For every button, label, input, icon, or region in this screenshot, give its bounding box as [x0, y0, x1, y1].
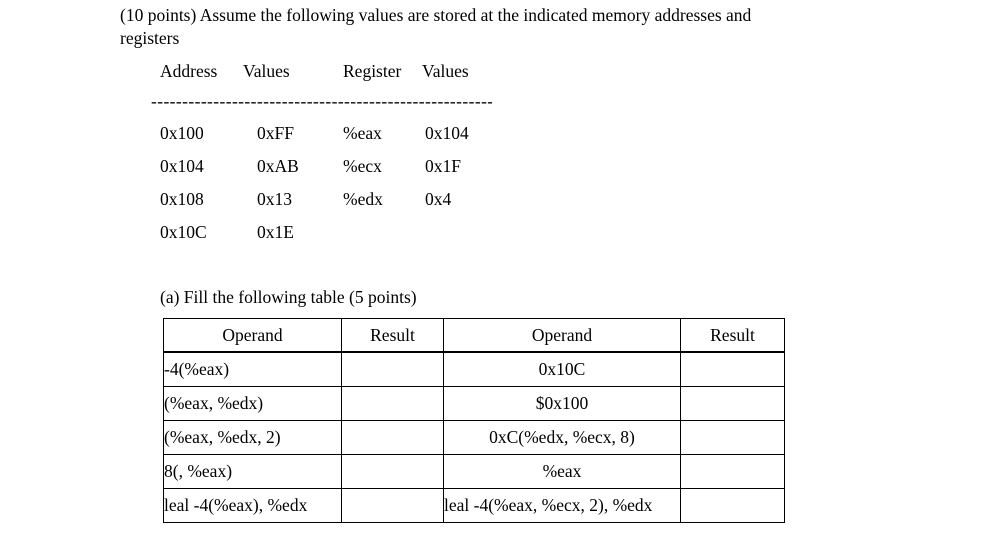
table-header-row: Operand Result Operand Result	[163, 318, 785, 353]
result-cell-blank	[680, 351, 785, 387]
register-value: 0x4	[425, 189, 452, 209]
memory-listing-header: Address Values Register Values	[160, 60, 469, 82]
header-operand-left: Operand	[163, 318, 342, 353]
result-cell-blank	[341, 351, 444, 387]
register-name: %edx	[343, 189, 383, 209]
memory-address: 0x100	[160, 123, 204, 143]
part-a-label: (a) Fill the following table (5 points)	[160, 287, 417, 307]
operand-cell: 0x10C	[443, 351, 681, 387]
register-name: %ecx	[343, 156, 382, 176]
memory-value: 0x1E	[257, 222, 294, 242]
register-name	[343, 221, 425, 243]
result-cell-blank	[680, 488, 785, 523]
memory-header-address: Address	[160, 61, 218, 81]
memory-header-register: Register	[343, 61, 402, 81]
operand-cell: %eax	[443, 454, 681, 489]
register-value: 0x104	[425, 123, 469, 143]
operand-cell: $0x100	[443, 386, 681, 421]
register-value: 0x1F	[425, 156, 461, 176]
memory-header-register-values: Values	[422, 61, 469, 81]
header-result-right: Result	[680, 318, 785, 353]
operand-cell: leal -4(%eax, %ecx, 2), %edx	[443, 488, 681, 523]
memory-address: 0x108	[160, 189, 204, 209]
result-cell-blank	[680, 386, 785, 421]
memory-value: 0x13	[257, 189, 292, 209]
question-intro: (10 points) Assume the following values …	[120, 4, 860, 49]
memory-value: 0xFF	[257, 123, 294, 143]
memory-header-values: Values	[243, 61, 290, 81]
table-row: (%eax, %edx) $0x100	[163, 386, 785, 421]
memory-row: 0x108 0x13 %edx 0x4	[160, 188, 451, 210]
question-intro-line2: registers	[120, 27, 180, 48]
table-row: (%eax, %edx, 2) 0xC(%edx, %ecx, 8)	[163, 420, 785, 455]
operand-cell: 0xC(%edx, %ecx, 8)	[443, 420, 681, 455]
memory-row: 0x10C 0x1E	[160, 221, 425, 243]
memory-row: 0x100 0xFF %eax 0x104	[160, 122, 469, 144]
header-operand-right: Operand	[443, 318, 681, 353]
table-row: -4(%eax) 0x10C	[163, 351, 785, 387]
result-cell-blank	[341, 454, 444, 489]
operand-cell: (%eax, %edx)	[163, 386, 342, 421]
question-intro-line1: (10 points) Assume the following values …	[120, 5, 752, 25]
result-cell-blank	[341, 420, 444, 455]
memory-value: 0xAB	[257, 156, 299, 176]
memory-address: 0x104	[160, 156, 204, 176]
operand-cell: (%eax, %edx, 2)	[163, 420, 342, 455]
table-row: 8(, %eax) %eax	[163, 454, 785, 489]
result-cell-blank	[680, 420, 785, 455]
register-name: %eax	[343, 123, 382, 143]
result-cell-blank	[341, 386, 444, 421]
operand-cell: leal -4(%eax), %edx	[163, 488, 342, 523]
table-row: leal -4(%eax), %edx leal -4(%eax, %ecx, …	[163, 488, 785, 523]
header-result-left: Result	[341, 318, 444, 353]
memory-row: 0x104 0xAB %ecx 0x1F	[160, 155, 461, 177]
operand-result-table: Operand Result Operand Result -4(%eax) 0…	[163, 318, 785, 523]
operand-cell: -4(%eax)	[163, 351, 342, 387]
result-cell-blank	[341, 488, 444, 523]
memory-address: 0x10C	[160, 222, 207, 242]
operand-cell: 8(, %eax)	[163, 454, 342, 489]
result-cell-blank	[680, 454, 785, 489]
dashed-separator: ----------------------------------------…	[151, 91, 492, 111]
